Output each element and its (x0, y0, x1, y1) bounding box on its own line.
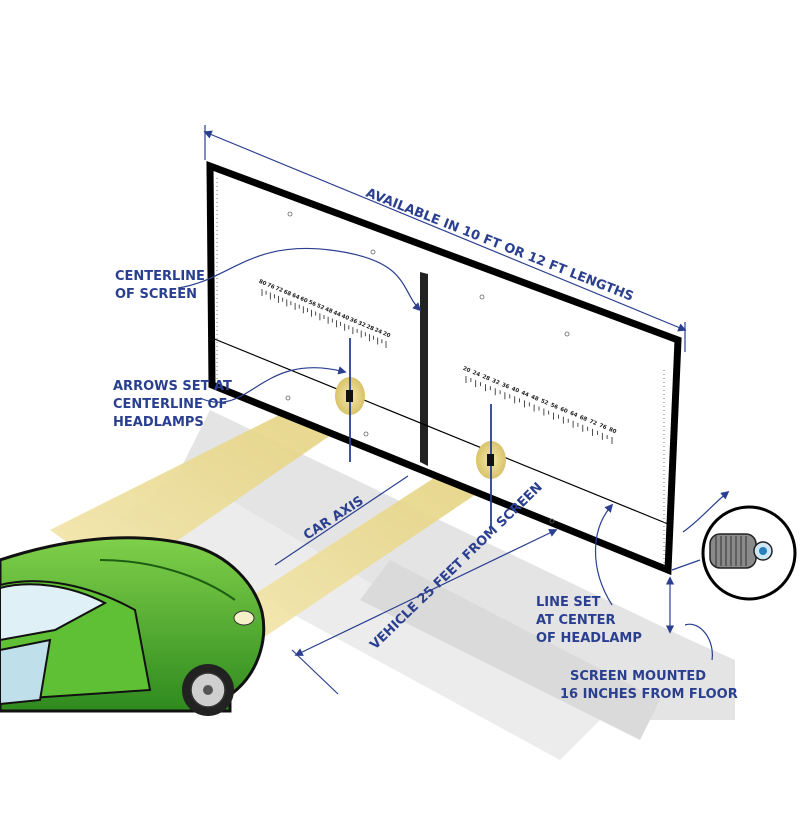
line-set-label-line1: LINE SET (536, 595, 601, 610)
scale-label: 68 (578, 415, 588, 424)
scale-label: 36 (501, 382, 511, 391)
car-illustration (0, 536, 266, 716)
screen-mounted-label-line2: 16 INCHES FROM FLOOR (560, 687, 738, 702)
screen-mounted-label-line1: SCREEN MOUNTED (570, 669, 706, 684)
scale-label: 32 (491, 378, 501, 387)
scale-label: 20 (382, 331, 392, 340)
scale-label: 76 (598, 423, 608, 432)
scale-label: 80 (608, 427, 618, 436)
screen-centerline-strip (420, 272, 428, 466)
centerline-label-line2: OF SCREEN (115, 287, 197, 302)
centerline-label-line1: CENTERLINE (115, 269, 205, 284)
right-arrow-marker (487, 454, 494, 466)
scale-label: 28 (481, 374, 491, 383)
scale-label: 44 (520, 390, 530, 399)
arrows-label-line3: HEADLAMPS (113, 415, 204, 430)
scale-label: 20 (462, 366, 472, 375)
scale-label: 64 (569, 411, 579, 420)
headlamp-center-line (211, 337, 669, 525)
arrows-label-line1: ARROWS SET AT (113, 379, 232, 394)
scale-label: 24 (373, 327, 383, 336)
mount-detail-inset (701, 505, 797, 601)
line-set-label-line3: OF HEADLAMP (536, 631, 642, 646)
scale-label: 72 (588, 419, 598, 428)
scale-label: 60 (559, 407, 569, 416)
side-window (0, 638, 52, 706)
left-beam (50, 382, 360, 580)
scale-label: 48 (530, 394, 540, 403)
left-arrow-marker (346, 390, 353, 402)
line-set-label-line2: AT CENTER (536, 613, 616, 628)
scale-label: 56 (549, 402, 559, 411)
scale-label: 52 (540, 398, 550, 407)
arrows-label-line2: CENTERLINE OF (113, 397, 227, 412)
scale-label: 24 (471, 370, 481, 379)
windshield (0, 583, 108, 642)
dimension-lines (177, 125, 730, 695)
scale-label: 40 (510, 386, 520, 395)
